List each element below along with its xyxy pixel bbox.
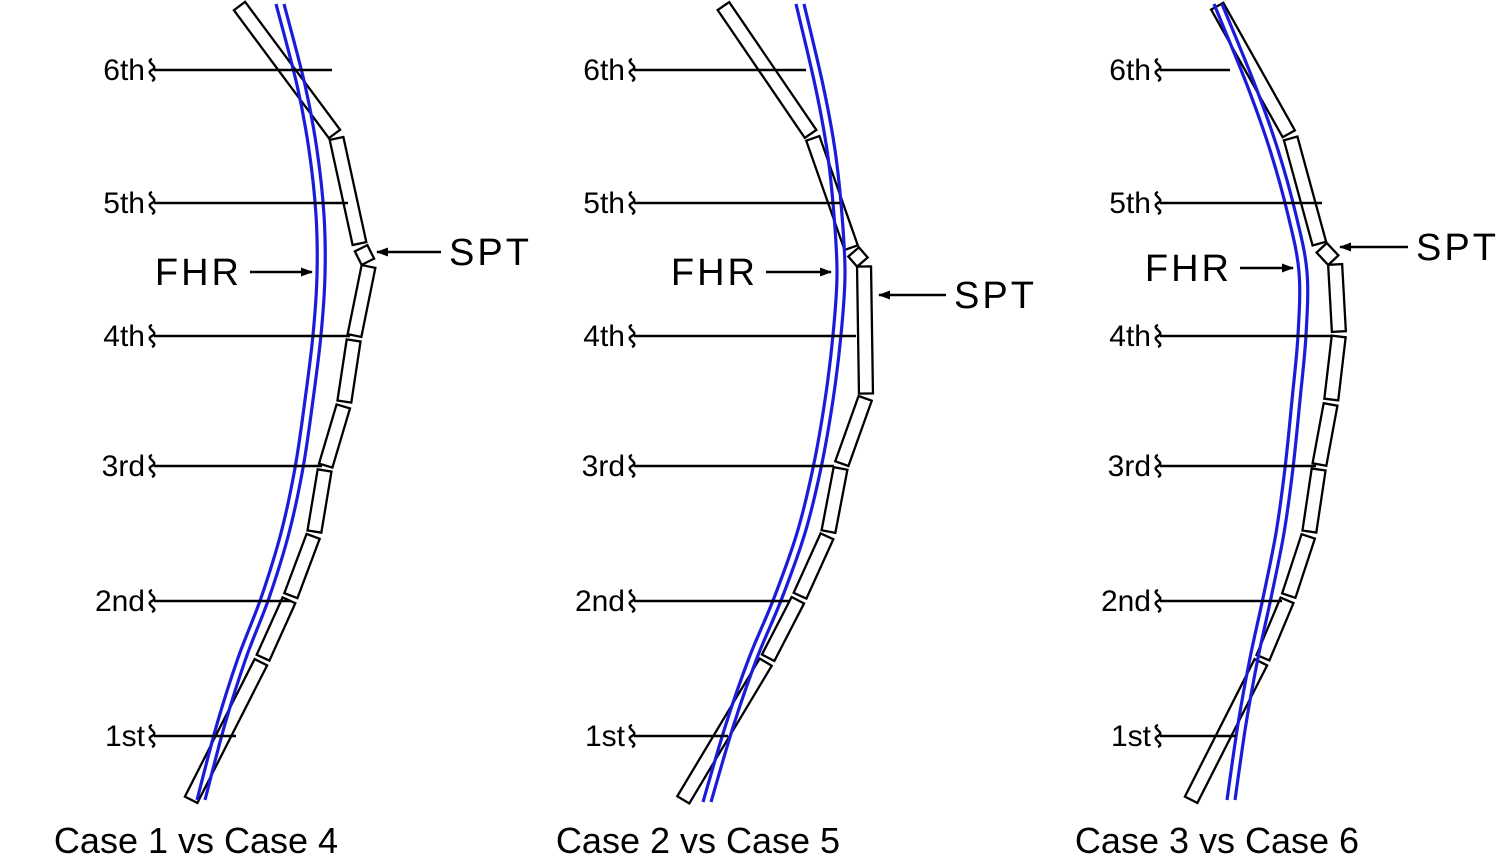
level-label: 1st [1111,720,1152,753]
leader-break-icon [628,723,636,749]
leader-break-icon [1154,323,1162,349]
spine-segment [855,265,875,395]
level-label: 1st [105,720,146,753]
panel-2: 6th 5th 4th 3rd 2nd 1st FHR SPT Case 2 vs Case 5 [556,0,1037,861]
level-label: 3rd [1108,450,1151,483]
spine-segment [282,532,322,600]
fhr-rod-curve-2 [709,3,847,803]
spt-label: SPT [954,275,1037,317]
fhr-rod-curve-1 [1212,3,1302,801]
level-label: 6th [583,54,625,87]
level-label: 5th [103,187,145,220]
spt-label: SPT [449,232,532,274]
panels-layer: 6th 5th 4th 3rd 2nd 1st FHR SPT Case 1 vs Case 4… [54,0,1499,861]
fhr-rod-curve-2 [1220,3,1310,801]
spine-segment [1323,334,1347,402]
panel-1: 6th 5th 4th 3rd 2nd 1st FHR SPT Case 1 vs Case 4 [54,0,532,861]
leader-break-icon [628,323,636,349]
spine-segment [1282,135,1328,247]
spine-segment [1255,596,1295,662]
spine-segment [1311,401,1339,468]
fhr-rod-curve-1 [701,3,839,803]
panel-caption: Case 1 vs Case 4 [54,820,338,861]
level-label: 1st [585,720,626,753]
spine-segment [255,595,297,663]
leader-break-icon [628,588,636,614]
leader-break-icon [628,57,636,83]
spine-segment [760,595,806,663]
leader-break-icon [1154,57,1162,83]
spine-segment [317,402,352,470]
fhr-label: FHR [671,252,758,294]
leader-break-icon [1154,723,1162,749]
leader-break-icon [1154,588,1162,614]
panel-caption: Case 3 vs Case 6 [1075,820,1359,861]
spine-segment [833,394,874,468]
spine-segment [328,135,368,247]
spine-segment [1314,241,1341,267]
spine-segment [1183,657,1269,805]
level-label: 2nd [95,585,145,618]
leader-break-icon [628,453,636,479]
leader-break-icon [148,190,156,216]
level-label: 2nd [575,585,625,618]
leader-break-icon [1154,190,1162,216]
fhr-label: FHR [155,252,242,294]
level-label: 3rd [582,450,625,483]
fhr-rod-curve-1 [195,3,319,801]
spine-segment [183,657,269,805]
spine-segment [1301,467,1327,534]
level-label: 2nd [1101,585,1151,618]
spine-segment [1326,262,1348,334]
spine-segment [306,467,333,535]
level-label: 5th [583,187,625,220]
spine-segment [820,465,849,535]
level-label: 4th [583,320,625,353]
panel-3: 6th 5th 4th 3rd 2nd 1st FHR SPT Case 3 vs Case 6 [1075,1,1499,861]
panel-caption: Case 2 vs Case 5 [556,820,840,861]
fhr-rod-curve-2 [203,3,327,801]
level-label: 4th [103,320,145,353]
leader-break-icon [148,323,156,349]
spine-segment [336,338,362,404]
leader-break-icon [148,723,156,749]
level-label: 6th [103,54,145,87]
leader-break-icon [148,588,156,614]
level-label: 6th [1109,54,1151,87]
spine-segment [846,245,870,269]
leader-break-icon [148,57,156,83]
spt-label: SPT [1416,227,1499,269]
level-label: 3rd [102,450,145,483]
leader-break-icon [148,453,156,479]
spine-segment [792,531,835,601]
level-label: 4th [1109,320,1151,353]
level-label: 5th [1109,187,1151,220]
leader-break-icon [1154,453,1162,479]
fhr-label: FHR [1145,248,1232,290]
spine-segment [353,243,376,267]
spine-segment [346,263,377,339]
spine-segment [1280,532,1317,600]
leader-break-icon [628,190,636,216]
